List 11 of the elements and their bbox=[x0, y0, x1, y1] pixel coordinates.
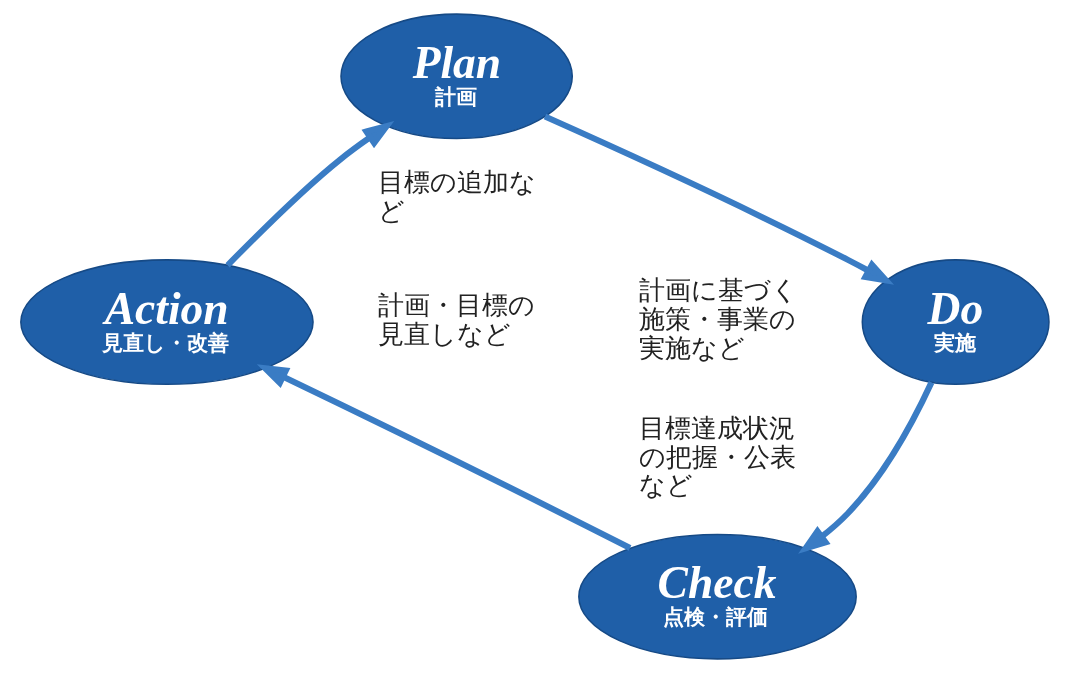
node-ellipse: Plan 計画 bbox=[340, 13, 574, 140]
arrow bbox=[798, 381, 935, 554]
arrow bbox=[256, 364, 632, 551]
node-label: 計画に基づく施策・事業の実施など bbox=[638, 275, 798, 364]
node-ellipse: Action 見直し・改善 bbox=[20, 259, 314, 386]
node-label: 計画・目標の見直しなど bbox=[377, 289, 535, 349]
arrow bbox=[225, 121, 395, 268]
node-ellipse: Check 点検・評価 bbox=[578, 533, 857, 660]
node-label: 目標の追加など bbox=[377, 167, 536, 226]
node-label: 目標達成状況の把握・公表など bbox=[638, 412, 796, 501]
arrow bbox=[543, 113, 895, 285]
